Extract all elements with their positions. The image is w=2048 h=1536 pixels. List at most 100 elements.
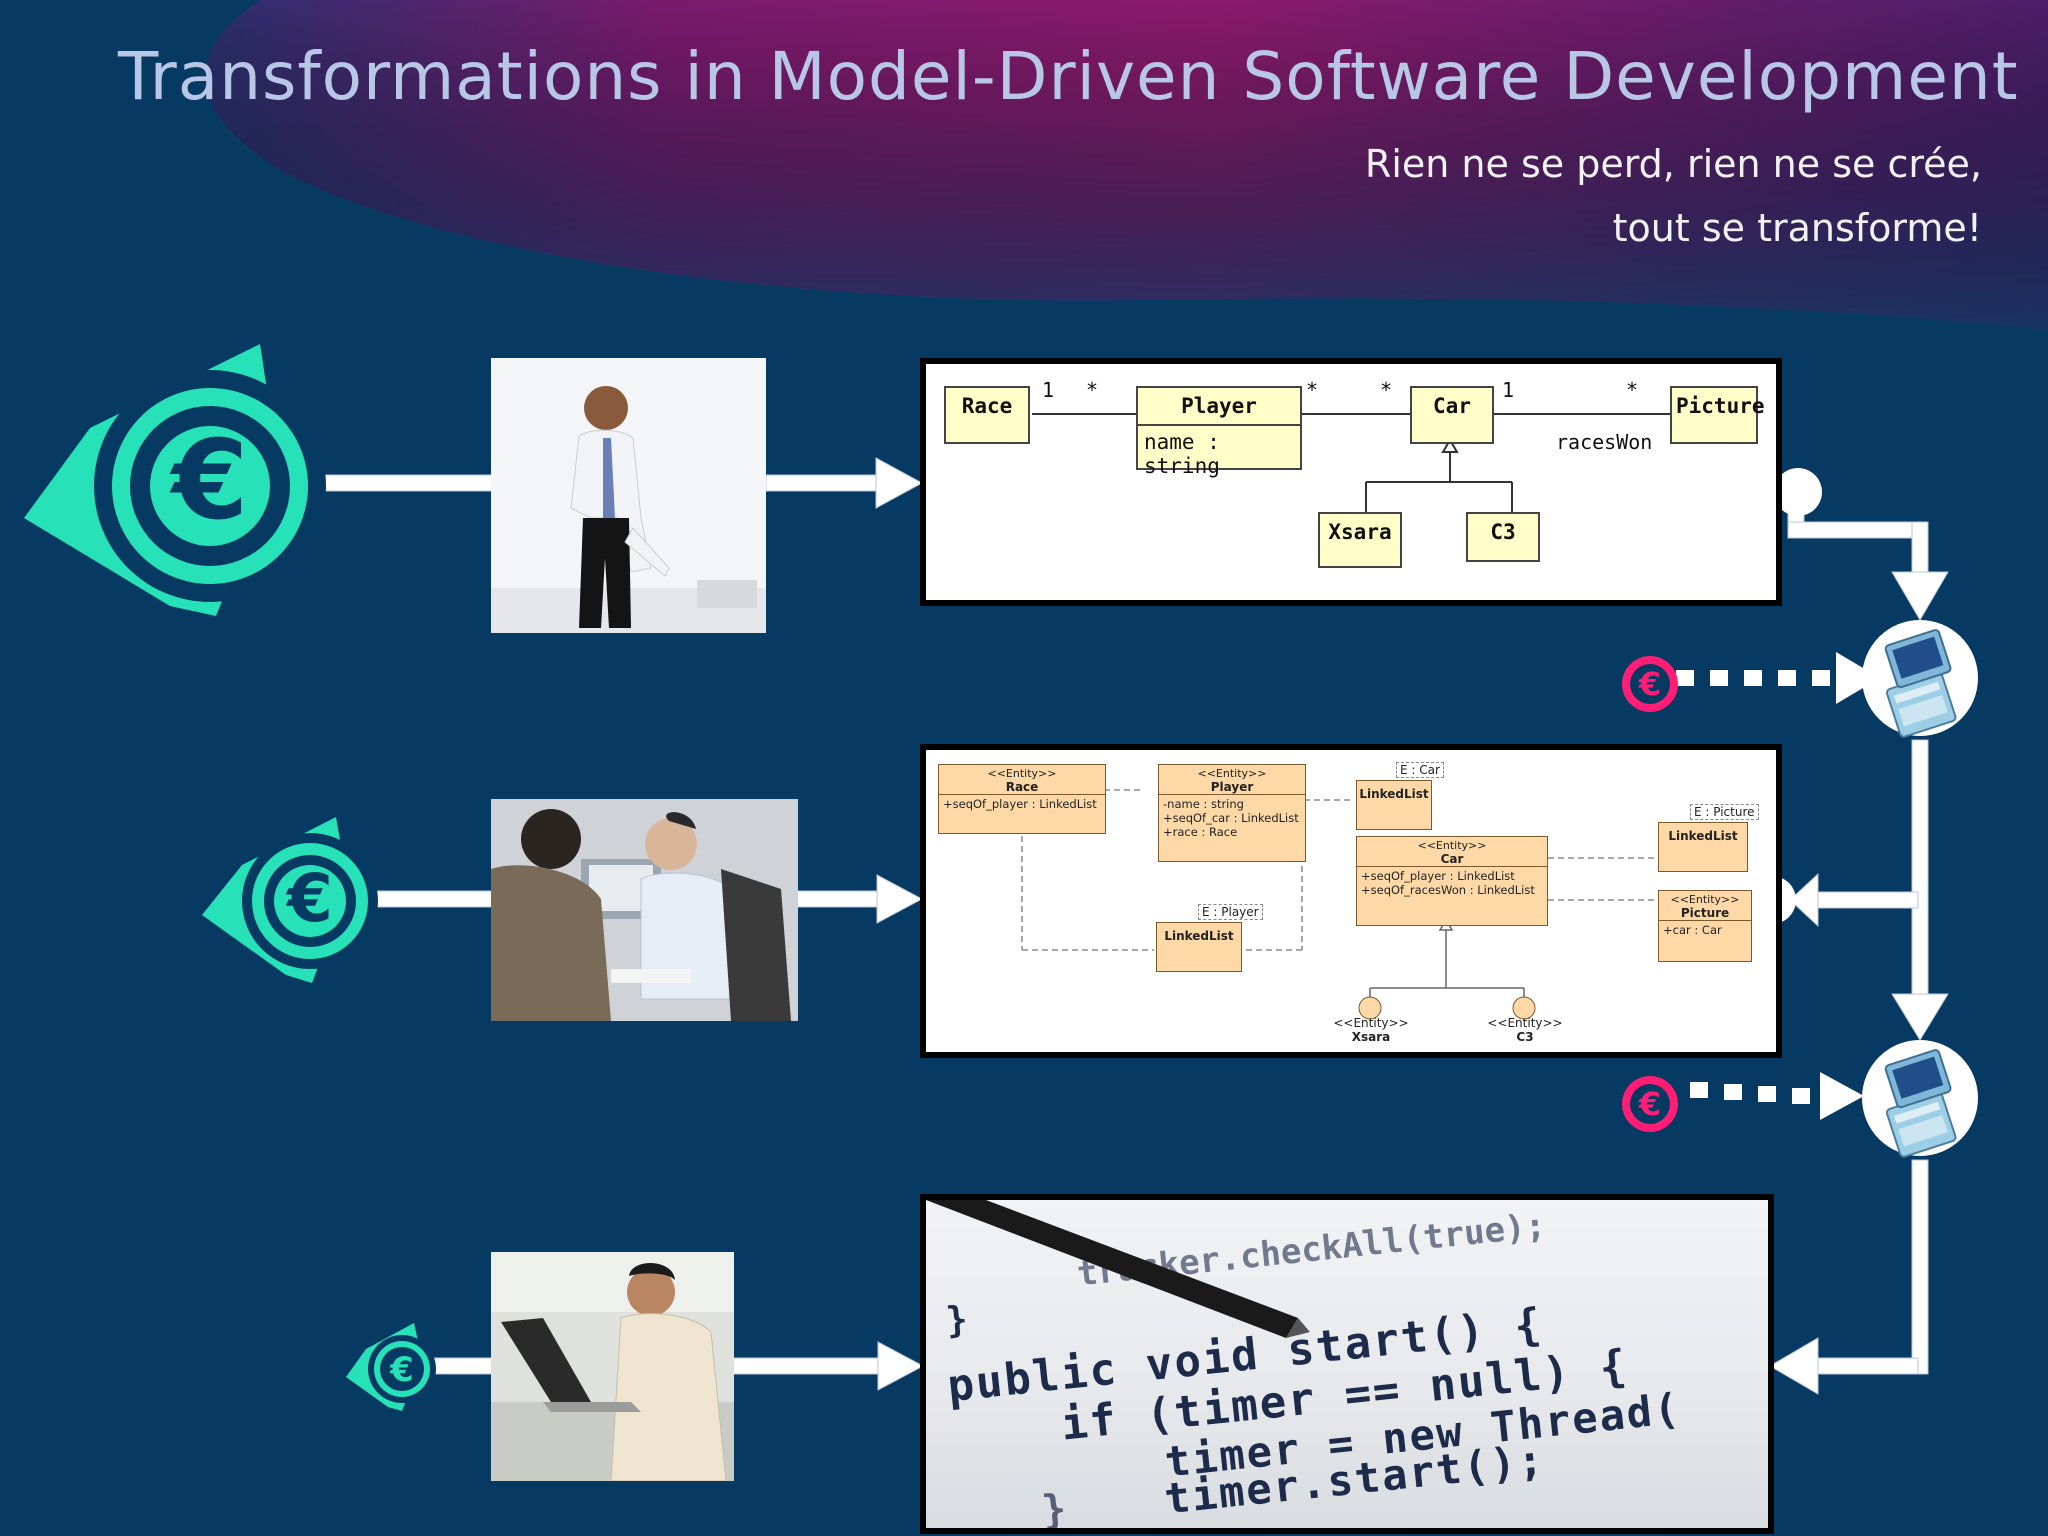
arrow-row3 xyxy=(877,1341,925,1391)
tag-player: E : Player xyxy=(1198,904,1263,920)
entity-player: <<Entity>> Player -name : string +seqOf_… xyxy=(1158,764,1306,862)
arrow-row2 xyxy=(876,874,924,924)
entity-picture-attr: +car : Car xyxy=(1659,920,1751,939)
entity-car-name: Car xyxy=(1440,852,1464,866)
entity-player-attr-1: -name : string xyxy=(1163,797,1244,811)
class-xsara: Xsara xyxy=(1318,512,1402,568)
entity-xsara: <<Entity>> Xsara xyxy=(1326,1016,1416,1044)
entity-c3: <<Entity>> C3 xyxy=(1480,1016,1570,1044)
euro-eye-icon-large: € xyxy=(24,344,326,616)
entity-player-attr-2: +seqOf_car : LinkedList xyxy=(1163,811,1299,825)
pen-icon xyxy=(926,1200,1310,1338)
pda-icon xyxy=(1862,620,1978,738)
businessman-photo xyxy=(491,358,766,633)
slide-title: Transformations in Model-Driven Software… xyxy=(118,38,2019,115)
entity-car-stereotype: <<Entity>> xyxy=(1417,839,1487,852)
entity-player-stereotype: <<Entity>> xyxy=(1197,767,1267,780)
flow-left-3 xyxy=(1817,1357,1919,1375)
dotted-arrow-1 xyxy=(1836,652,1880,704)
mult-car-right: 1 xyxy=(1502,378,1515,402)
entity-c3-name: C3 xyxy=(1516,1030,1534,1044)
uml-associations xyxy=(1032,413,1670,512)
class-car-name: Car xyxy=(1433,394,1471,418)
connector-row3-right xyxy=(732,1357,879,1375)
class-c3: C3 xyxy=(1466,512,1540,562)
entity-car: <<Entity>> Car +seqOf_player : LinkedLis… xyxy=(1356,836,1548,926)
flow-down-1b xyxy=(1911,521,1929,575)
entity-picture: <<Entity>> Picture +car : Car xyxy=(1658,890,1752,962)
linkedlist-car-label: LinkedList xyxy=(1359,787,1429,801)
flow-down-3 xyxy=(1911,1159,1929,1375)
class-picture: Picture xyxy=(1670,386,1765,444)
entity-player-attr-3: +race : Race xyxy=(1163,825,1238,839)
euro-coin-icon-1: € xyxy=(1622,656,1678,712)
entity-car-attr-1: +seqOf_player : LinkedList xyxy=(1361,869,1515,883)
mult-race: 1 xyxy=(1042,378,1055,402)
arrow-into-pda-1 xyxy=(1891,571,1949,621)
class-player-name: Player xyxy=(1181,394,1257,418)
svg-text:€: € xyxy=(389,1350,414,1390)
entity-car-attrs: +seqOf_player : LinkedList +seqOf_racesW… xyxy=(1357,866,1547,899)
mult-picture: * xyxy=(1626,378,1639,402)
linkedlist-picture-label: LinkedList xyxy=(1668,829,1738,843)
arrow-row1 xyxy=(875,457,924,509)
subtitle-line-2: tout se transforme! xyxy=(1612,206,1982,250)
programmer-photo xyxy=(491,1252,734,1481)
entity-picture-stereotype: <<Entity>> xyxy=(1670,893,1740,906)
tag-car: E : Car xyxy=(1396,762,1444,778)
source-code-panel: tracker.checkAll(true); } public void st… xyxy=(920,1194,1774,1534)
meeting-photo xyxy=(491,799,798,1021)
svg-text:€: € xyxy=(1638,665,1661,703)
flow-right-1 xyxy=(1787,521,1919,539)
mult-car-left: * xyxy=(1380,378,1393,402)
svg-text:€: € xyxy=(285,860,333,937)
entity-race-name: Race xyxy=(1005,780,1039,794)
entity-xsara-stereotype: <<Entity>> xyxy=(1333,1016,1409,1030)
entity-links xyxy=(1021,789,1656,1020)
class-player: Player name : string xyxy=(1136,386,1302,478)
class-c3-name: C3 xyxy=(1490,520,1516,544)
tag-picture: E : Picture xyxy=(1690,804,1759,820)
entity-picture-name: Picture xyxy=(1680,906,1730,920)
entity-car-attr-2: +seqOf_racesWon : LinkedList xyxy=(1361,883,1535,897)
entity-linkedlist-car: LinkedList xyxy=(1356,780,1432,830)
entity-linkedlist-player: LinkedList xyxy=(1156,922,1242,972)
euro-eye-icon-medium: € xyxy=(202,817,378,983)
entity-race-attr: +seqOf_player : LinkedList xyxy=(939,794,1105,813)
mult-player-left: * xyxy=(1086,378,1099,402)
flow-down-2 xyxy=(1911,739,1929,997)
entity-player-attrs: -name : string +seqOf_car : LinkedList +… xyxy=(1159,794,1305,841)
class-race-name: Race xyxy=(961,394,1013,418)
entity-c3-stereotype: <<Entity>> xyxy=(1487,1016,1563,1030)
connector-node-1 xyxy=(1774,468,1822,516)
entity-race-stereotype: <<Entity>> xyxy=(987,767,1057,780)
arrow-to-panel-3 xyxy=(1769,1337,1819,1395)
role-raceswon: racesWon xyxy=(1556,430,1653,454)
euro-coin-icon-2: € xyxy=(1622,1076,1678,1132)
flow-left-2 xyxy=(1817,891,1919,909)
class-car: Car xyxy=(1410,386,1494,444)
entity-player-name: Player xyxy=(1210,780,1254,794)
linkedlist-player-label: LinkedList xyxy=(1164,929,1234,943)
entity-linkedlist-picture: LinkedList xyxy=(1658,822,1748,872)
uml-class-diagram-panel: Race Player name : string Car Picture Xs… xyxy=(920,358,1782,606)
dotted-arrow-2 xyxy=(1820,1072,1864,1120)
entity-diagram-panel: <<Entity>> Race +seqOf_player : LinkedLi… xyxy=(920,744,1782,1058)
connector-row2-right xyxy=(796,890,878,908)
entity-race: <<Entity>> Race +seqOf_player : LinkedLi… xyxy=(938,764,1106,834)
pda-icon xyxy=(1862,1040,1978,1158)
class-player-attr: name : string xyxy=(1138,424,1300,482)
entity-xsara-name: Xsara xyxy=(1351,1030,1391,1044)
class-xsara-name: Xsara xyxy=(1328,520,1392,544)
arrow-to-panel-2 xyxy=(1789,872,1819,928)
euro-eye-icon-small: € xyxy=(346,1323,436,1411)
mult-player-right: * xyxy=(1306,378,1319,402)
class-race: Race xyxy=(944,386,1030,444)
connector-row1-right xyxy=(765,474,877,492)
svg-text:€: € xyxy=(1638,1085,1661,1123)
arrow-into-pda-2 xyxy=(1891,993,1949,1041)
svg-text:€: € xyxy=(169,416,249,544)
